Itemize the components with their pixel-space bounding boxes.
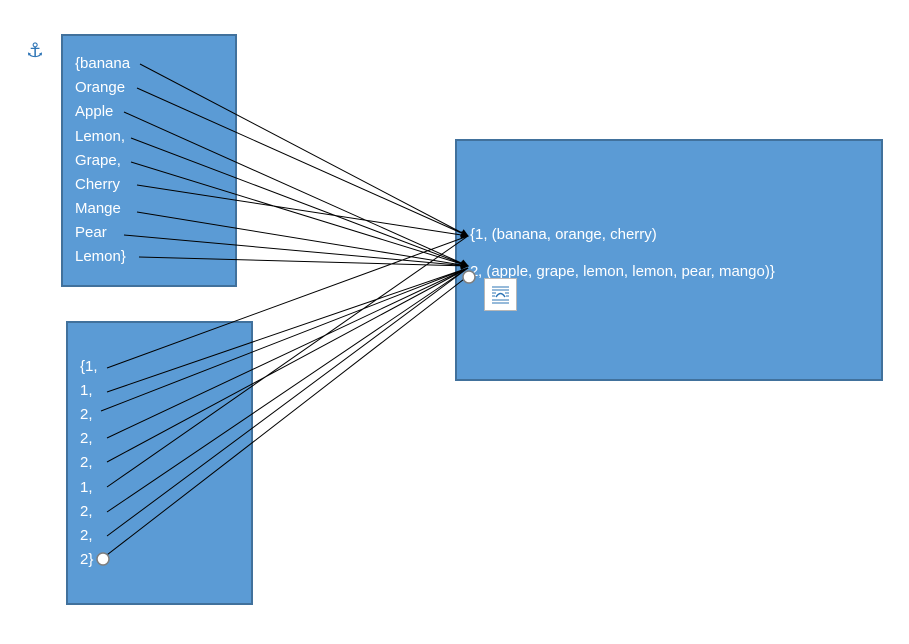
layout-options-button[interactable]: [484, 278, 517, 311]
anchor-icon: ⚓: [26, 38, 44, 62]
fruit-item: Cherry: [75, 176, 121, 193]
fruit-item: Pear: [75, 224, 107, 241]
connector-arrow: [106, 267, 469, 393]
fruit-item: Lemon}: [75, 248, 126, 265]
connector-arrow: [130, 161, 469, 268]
layout-options-icon: [492, 286, 509, 304]
number-item: 2,: [80, 454, 93, 471]
result-line-1: {1, (banana, orange, cherry): [470, 226, 657, 243]
fruit-item: Apple: [75, 103, 114, 120]
connector-arrow: [106, 267, 469, 537]
number-item: 2,: [80, 503, 93, 520]
result-line-2-prefix: 2: [470, 263, 479, 280]
connector-arrow: [123, 234, 469, 270]
number-item: 2,: [80, 430, 93, 447]
connector-arrow: [136, 87, 469, 237]
connector-arrow: [130, 137, 469, 268]
connector-arrow: [106, 235, 469, 369]
result-line-2: , (apple, grape, lemon, lemon, pear, man…: [478, 263, 775, 280]
connector-arrow: [106, 267, 469, 463]
connector-arrow: [102, 275, 469, 559]
number-item: 1,: [80, 479, 93, 496]
connector-arrow: [106, 235, 469, 488]
fruit-box[interactable]: [61, 34, 237, 287]
fruit-item: Mange: [75, 200, 121, 217]
connector-handle-end: [462, 270, 476, 284]
fruit-item: Lemon,: [75, 128, 126, 145]
fruit-item: {banana: [75, 55, 131, 72]
result-box[interactable]: [455, 139, 883, 381]
connector-arrow: [138, 256, 469, 270]
connector-arrow: [136, 211, 469, 269]
connector-arrow: [123, 111, 469, 267]
number-item: 1,: [80, 382, 93, 399]
fruit-item: Grape,: [75, 152, 121, 169]
connector-arrow: [136, 184, 469, 239]
connector-handle-start: [96, 552, 110, 566]
connector-arrow: [106, 267, 469, 513]
fruit-item: Orange: [75, 79, 126, 96]
number-item: {1,: [80, 358, 98, 375]
number-item: 2,: [80, 527, 93, 544]
number-item: 2,: [80, 406, 93, 423]
connector-arrow: [106, 267, 469, 439]
number-item: 2}: [80, 551, 94, 568]
connector-arrow: [139, 63, 469, 237]
connector-arrow: [100, 267, 469, 412]
